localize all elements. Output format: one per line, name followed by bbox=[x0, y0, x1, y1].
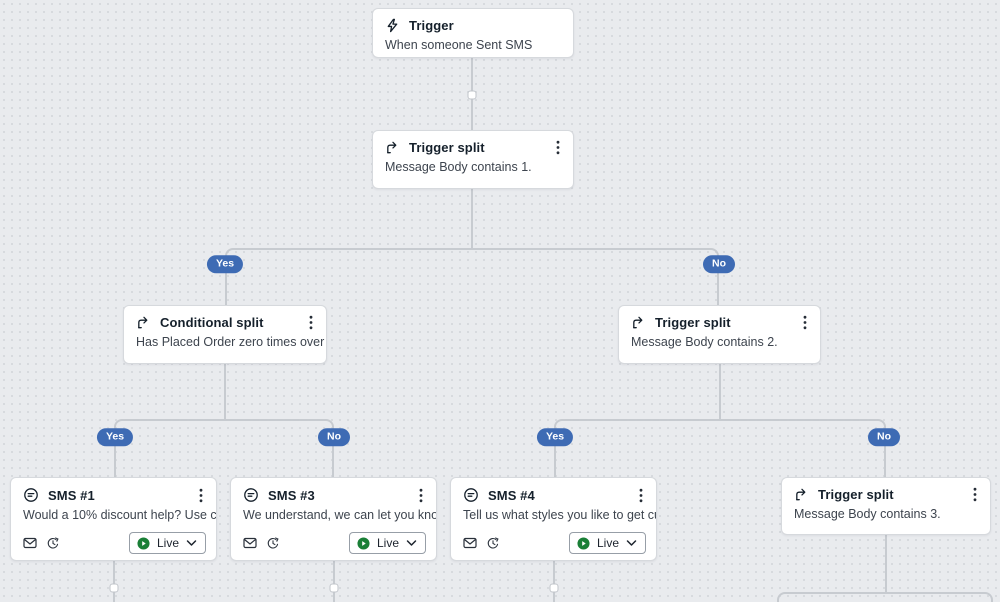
branch-badge-yes: Yes bbox=[536, 428, 574, 446]
node-title: Conditional split bbox=[160, 315, 264, 330]
branch-level2 bbox=[225, 248, 719, 305]
message-circle-icon bbox=[23, 487, 39, 503]
node-description: Message Body contains 3. bbox=[794, 507, 941, 521]
connector-sms3-down bbox=[333, 561, 335, 602]
node-description: Would a 10% discount help? Use code G... bbox=[23, 508, 216, 522]
branch-badge-yes: Yes bbox=[96, 428, 134, 446]
node-title: SMS #4 bbox=[488, 487, 535, 503]
envelope-icon bbox=[243, 537, 257, 549]
node-description: Message Body contains 1. bbox=[385, 160, 532, 174]
split-arrows-icon bbox=[631, 315, 646, 330]
kebab-menu-icon[interactable] bbox=[418, 488, 424, 503]
branch-level3-right bbox=[554, 419, 886, 477]
status-label: Live bbox=[156, 536, 179, 550]
status-label: Live bbox=[376, 536, 399, 550]
branch-level3-left bbox=[114, 419, 334, 477]
node-title: Trigger split bbox=[655, 315, 731, 330]
status-dropdown[interactable]: Live bbox=[348, 532, 426, 554]
node-title: SMS #1 bbox=[48, 487, 95, 503]
chevron-down-icon bbox=[406, 539, 417, 547]
envelope-icon bbox=[463, 537, 477, 549]
status-dropdown[interactable]: Live bbox=[568, 532, 646, 554]
connector-conditional-junction bbox=[224, 364, 226, 420]
add-step-handle[interactable] bbox=[329, 583, 339, 593]
connector-split1-junction bbox=[471, 189, 473, 249]
kebab-menu-icon[interactable] bbox=[638, 488, 644, 503]
branch-level4 bbox=[777, 592, 993, 602]
node-description: Has Placed Order zero times over all tim… bbox=[136, 335, 326, 349]
branch-badge-no: No bbox=[703, 255, 735, 273]
node-card-trigger[interactable]: Trigger When someone Sent SMS bbox=[372, 8, 574, 58]
chevron-down-icon bbox=[626, 539, 637, 547]
status-dropdown[interactable]: Live bbox=[128, 532, 206, 554]
split-arrows-icon bbox=[794, 487, 809, 502]
node-title: Trigger split bbox=[818, 487, 894, 502]
node-card-sms-4[interactable]: SMS #4 Tell us what styles you like to g… bbox=[450, 477, 657, 561]
live-play-icon bbox=[357, 536, 370, 550]
branch-badge-no: No bbox=[318, 428, 350, 446]
node-description: Tell us what styles you like to get cust… bbox=[463, 508, 656, 522]
kebab-menu-icon[interactable] bbox=[198, 488, 204, 503]
add-step-handle[interactable] bbox=[467, 90, 477, 100]
status-label: Live bbox=[596, 536, 619, 550]
connector-split3-junction bbox=[885, 535, 887, 593]
kebab-menu-icon[interactable] bbox=[555, 140, 561, 155]
node-card-trigger-split-1[interactable]: Trigger split Message Body contains 1. bbox=[372, 130, 574, 189]
message-circle-icon bbox=[243, 487, 259, 503]
node-description: When someone Sent SMS bbox=[385, 38, 533, 52]
node-description: Message Body contains 2. bbox=[631, 335, 778, 349]
smart-sending-clock-icon bbox=[46, 536, 60, 550]
node-title: SMS #3 bbox=[268, 487, 315, 503]
branch-badge-yes: Yes bbox=[206, 255, 244, 273]
kebab-menu-icon[interactable] bbox=[802, 315, 808, 330]
lightning-icon bbox=[385, 18, 400, 33]
node-card-trigger-split-3[interactable]: Trigger split Message Body contains 3. bbox=[781, 477, 991, 535]
add-step-handle[interactable] bbox=[549, 583, 559, 593]
branch-badge-no: No bbox=[868, 428, 900, 446]
node-card-sms-1[interactable]: SMS #1 Would a 10% discount help? Use co… bbox=[10, 477, 217, 561]
kebab-menu-icon[interactable] bbox=[308, 315, 314, 330]
connector-sms1-down bbox=[113, 561, 115, 602]
smart-sending-clock-icon bbox=[266, 536, 280, 550]
node-card-sms-3[interactable]: SMS #3 We understand, we can let you kno… bbox=[230, 477, 437, 561]
node-title: Trigger split bbox=[409, 140, 485, 155]
live-play-icon bbox=[577, 536, 590, 550]
connector-split2-junction bbox=[719, 364, 721, 420]
split-arrows-icon bbox=[385, 140, 400, 155]
node-card-conditional-split[interactable]: Conditional split Has Placed Order zero … bbox=[123, 305, 327, 364]
split-arrows-icon bbox=[136, 315, 151, 330]
envelope-icon bbox=[23, 537, 37, 549]
message-circle-icon bbox=[463, 487, 479, 503]
node-card-trigger-split-2[interactable]: Trigger split Message Body contains 2. bbox=[618, 305, 821, 364]
node-title: Trigger bbox=[409, 18, 454, 33]
add-step-handle[interactable] bbox=[109, 583, 119, 593]
smart-sending-clock-icon bbox=[486, 536, 500, 550]
live-play-icon bbox=[137, 536, 150, 550]
chevron-down-icon bbox=[186, 539, 197, 547]
connector-sms4-down bbox=[553, 561, 555, 602]
kebab-menu-icon[interactable] bbox=[972, 487, 978, 502]
node-description: We understand, we can let you know whe..… bbox=[243, 508, 436, 522]
